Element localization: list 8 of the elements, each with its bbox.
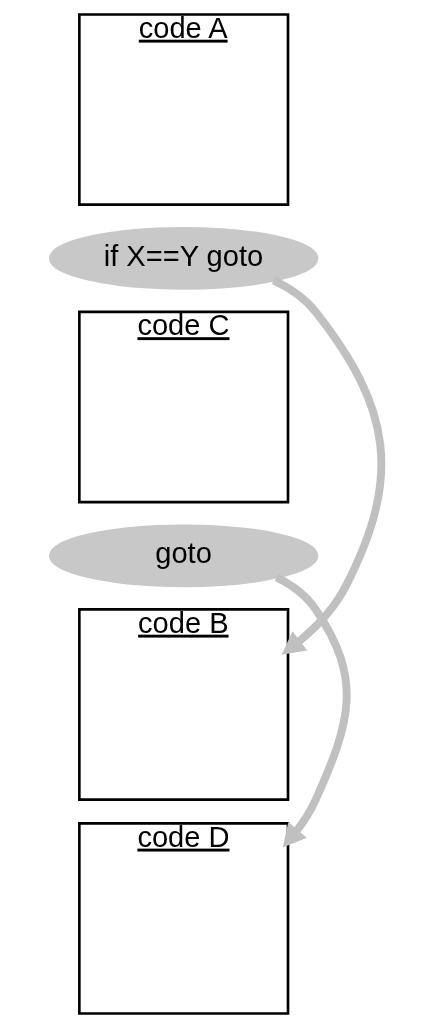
node-box: code D (77, 821, 289, 1015)
arrow (271, 276, 385, 655)
node-box: code B (77, 607, 289, 801)
node-ellipse: goto (48, 523, 318, 587)
node-ellipse: if X==Y goto (48, 226, 318, 290)
node-box: code A (77, 12, 289, 206)
node-box: code C (77, 310, 289, 503)
arrow (274, 573, 350, 847)
